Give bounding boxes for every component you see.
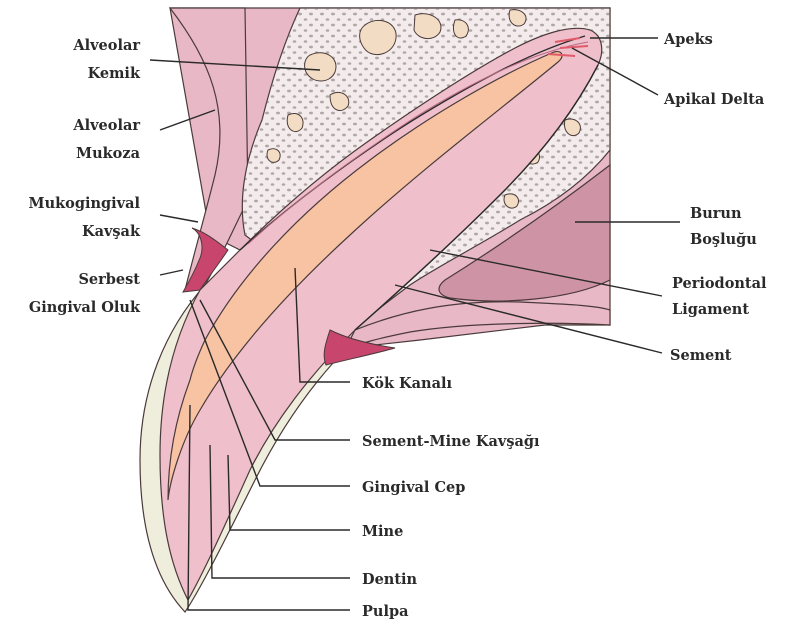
- label-mine: Mine: [362, 523, 403, 540]
- label-alveolar-kemik: Alveolar Kemik: [72, 37, 141, 82]
- label-periodontal-ligament: Periodontal Ligament: [672, 275, 767, 318]
- label-burun-boslugu-line2: Boşluğu: [690, 231, 757, 248]
- label-burun-boslugu: Burun Boşluğu: [690, 205, 757, 248]
- label-alveolar-mukoza: Alveolar Mukoza: [72, 117, 140, 162]
- label-alveolar-mukoza-line2: Mukoza: [76, 145, 141, 162]
- label-apikal-delta: Apikal Delta: [663, 91, 765, 108]
- label-sement-mine-kavsagi: Sement-Mine Kavşağı: [362, 433, 540, 450]
- label-sement: Sement: [670, 347, 732, 364]
- label-serbest-gingival-oluk: Serbest Gingival Oluk: [29, 271, 141, 316]
- label-burun-boslugu-line1: Burun: [690, 205, 742, 222]
- label-kok-kanali: Kök Kanalı: [362, 375, 452, 392]
- label-serbest-gingival-oluk-line1: Serbest: [78, 271, 140, 288]
- label-gingival-cep: Gingival Cep: [362, 479, 465, 496]
- label-alveolar-mukoza-line1: Alveolar: [72, 117, 140, 134]
- label-dentin: Dentin: [362, 571, 418, 588]
- label-alveolar-kemik-line1: Alveolar: [72, 37, 140, 54]
- label-alveolar-kemik-line2: Kemik: [88, 65, 141, 82]
- label-pulpa: Pulpa: [362, 603, 409, 620]
- label-mukogingival-kavsak: Mukogingival Kavşak: [29, 195, 141, 240]
- label-periodontal-ligament-line2: Ligament: [672, 301, 749, 318]
- label-mukogingival-kavsak-line1: Mukogingival: [29, 195, 141, 212]
- label-apeks: Apeks: [663, 31, 713, 48]
- label-periodontal-ligament-line1: Periodontal: [672, 275, 767, 292]
- label-serbest-gingival-oluk-line2: Gingival Oluk: [29, 299, 141, 316]
- label-mukogingival-kavsak-line2: Kavşak: [82, 223, 141, 240]
